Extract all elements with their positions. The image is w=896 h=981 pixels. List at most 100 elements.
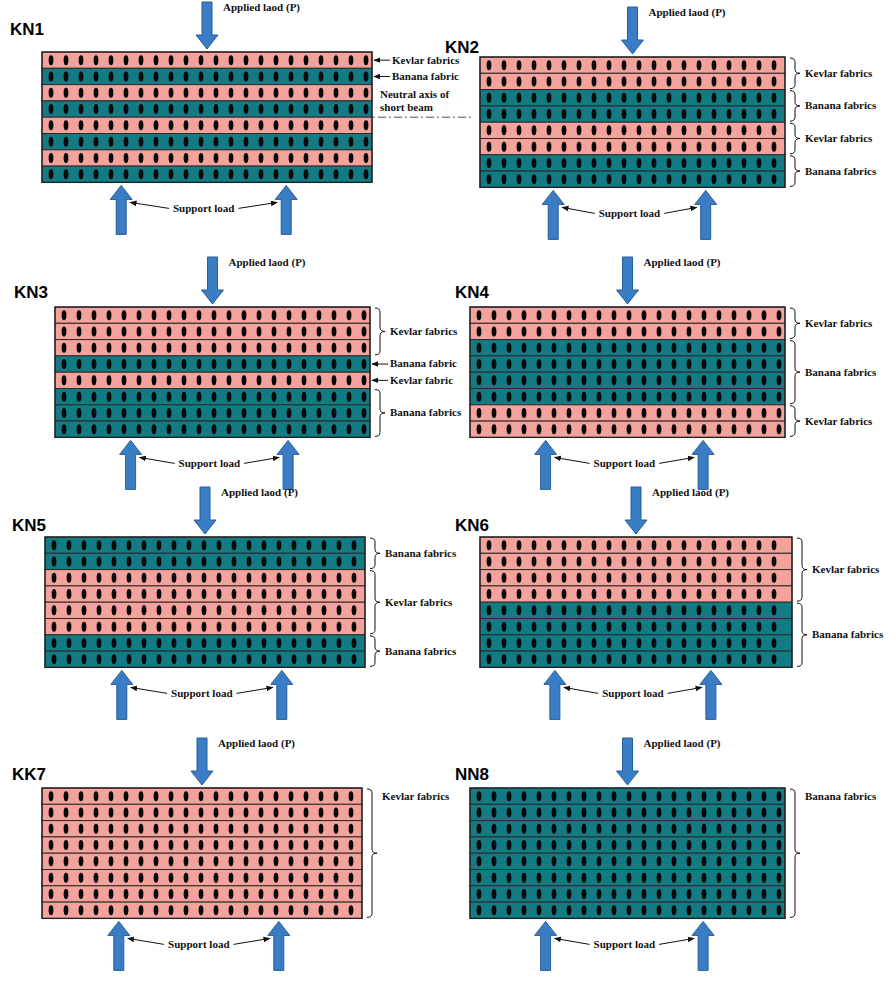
fiber-dot (502, 573, 507, 583)
fiber-dot (747, 326, 752, 336)
fiber-dot (697, 158, 702, 168)
layer-label: Kevlar fabrics (385, 596, 452, 609)
fiber-dot (547, 573, 552, 583)
fiber-dot (322, 589, 327, 599)
fiber-dot (212, 375, 217, 385)
banana-layer (480, 635, 792, 651)
fiber-dot (522, 408, 527, 418)
banana-layer (55, 356, 370, 372)
fiber-dot (334, 807, 339, 817)
fiber-dot (717, 807, 722, 817)
fiber-dot (567, 375, 572, 385)
fiber-dot (262, 622, 267, 632)
fiber-dot (762, 343, 767, 353)
fiber-dot (757, 589, 762, 599)
fiber-dot (287, 392, 292, 402)
fiber-dot (487, 125, 492, 135)
fiber-dot (537, 824, 542, 834)
fiber-dot (242, 424, 247, 434)
fiber-dot (139, 856, 144, 866)
fiber-dot (169, 153, 174, 163)
fiber-dot (244, 137, 249, 147)
fiber-dot (727, 60, 732, 70)
fiber-dot (507, 873, 512, 883)
fiber-dot (742, 109, 747, 119)
fiber-dot (732, 791, 737, 801)
fiber-dot (347, 408, 352, 418)
fiber-dot (697, 142, 702, 152)
fiber-dot (187, 589, 192, 599)
fiber-dot (274, 71, 279, 81)
fiber-dot (352, 654, 357, 664)
fiber-dot (547, 605, 552, 615)
fiber-dot (229, 889, 234, 899)
fiber-dot (349, 88, 354, 98)
fiber-dot (122, 375, 127, 385)
fiber-dot (277, 622, 282, 632)
fiber-dot (697, 573, 702, 583)
fiber-dot (334, 55, 339, 65)
fiber-dot (332, 424, 337, 434)
fiber-dot (77, 392, 82, 402)
fiber-dot (152, 343, 157, 353)
fiber-dot (642, 326, 647, 336)
fiber-dot (477, 856, 482, 866)
fiber-dot (94, 71, 99, 81)
fiber-dot (347, 375, 352, 385)
fiber-dot (622, 158, 627, 168)
fiber-dot (552, 359, 557, 369)
layer-label: Kevlar fabrics (812, 563, 879, 576)
fiber-dot (747, 392, 752, 402)
fiber-dot (302, 343, 307, 353)
fiber-dot (537, 343, 542, 353)
fiber-dot (167, 375, 172, 385)
fiber-dot (334, 840, 339, 850)
fiber-dot (772, 556, 777, 566)
fiber-dot (717, 310, 722, 320)
fiber-dot (742, 573, 747, 583)
fiber-dot (289, 137, 294, 147)
fiber-dot (64, 905, 69, 915)
fiber-dot (259, 873, 264, 883)
fiber-dot (289, 120, 294, 130)
fiber-dot (167, 424, 172, 434)
fiber-dot (657, 375, 662, 385)
fiber-dot (52, 622, 57, 632)
fiber-dot (582, 840, 587, 850)
fiber-dot (627, 889, 632, 899)
fiber-dot (62, 343, 67, 353)
fiber-dot (657, 873, 662, 883)
fiber-dot (532, 174, 537, 184)
fiber-dot (502, 556, 507, 566)
layer-bracket (375, 390, 385, 437)
fiber-dot (49, 856, 54, 866)
fiber-dot (154, 153, 159, 163)
fiber-dot (154, 873, 159, 883)
fiber-dot (82, 654, 87, 664)
fiber-dot (199, 791, 204, 801)
fiber-dot (627, 408, 632, 418)
banana-layer (480, 171, 785, 187)
fiber-dot (79, 169, 84, 179)
fiber-dot (637, 125, 642, 135)
fiber-dot (122, 343, 127, 353)
kevlar-layer (480, 73, 785, 89)
fiber-dot (274, 153, 279, 163)
fiber-dot (682, 556, 687, 566)
fiber-dot (227, 392, 232, 402)
fiber-dot (77, 375, 82, 385)
fiber-dot (292, 540, 297, 550)
fiber-dot (672, 392, 677, 402)
fiber-dot (547, 60, 552, 70)
fiber-dot (217, 589, 222, 599)
fiber-dot (97, 638, 102, 648)
fiber-dot (259, 824, 264, 834)
fiber-dot (717, 873, 722, 883)
fiber-dot (552, 343, 557, 353)
fiber-dot (747, 905, 752, 915)
fiber-dot (597, 310, 602, 320)
fiber-dot (79, 840, 84, 850)
fiber-dot (317, 392, 322, 402)
fiber-dot (507, 375, 512, 385)
fiber-dot (507, 408, 512, 418)
